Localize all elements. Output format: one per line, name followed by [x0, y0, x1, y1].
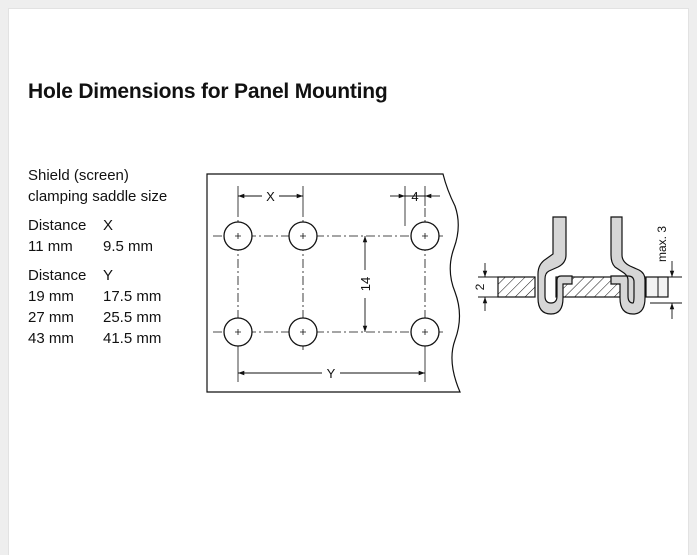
label-x: X: [266, 189, 275, 204]
legend-x-header: Distance X: [28, 215, 167, 236]
saddle-clamp-left: [537, 216, 573, 315]
cross-section-drawing: [478, 216, 682, 319]
hole-center-marks: [235, 233, 428, 335]
legend-x-distance: 11 mm: [28, 238, 73, 255]
legend-caption-line-1: Shield (screen): [28, 167, 129, 184]
legend-x-header-symbol: X: [103, 217, 114, 234]
legend-y-header: Distance Y: [28, 265, 167, 286]
label-4: 4: [411, 189, 418, 204]
dimension-max-3: [645, 261, 682, 319]
hole-pattern-drawing: [206, 173, 461, 393]
legend-y-value: 17.5 mm: [103, 288, 162, 305]
dimension-legend: Shield (screen) clamping saddle size Dis…: [28, 165, 167, 349]
label-max-3: max. 3: [655, 226, 669, 262]
legend-y-row: 43 mm 41.5 mm: [28, 328, 167, 349]
legend-y-row: 27 mm 25.5 mm: [28, 307, 167, 328]
legend-caption-line-2: clamping saddle size: [28, 188, 168, 205]
panel-outline: [206, 173, 461, 393]
saddle-clamp-right: [610, 216, 646, 315]
label-14: 14: [358, 277, 373, 291]
legend-y-distance: 19 mm: [28, 288, 74, 305]
legend-x-row: 11 mm 9.5 mm: [28, 236, 167, 257]
dimension-2: [478, 263, 498, 311]
legend-y-value: 41.5 mm: [103, 330, 162, 347]
legend-y-distance: 43 mm: [28, 330, 74, 347]
label-2: 2: [473, 283, 487, 290]
legend-y-distance: 27 mm: [28, 309, 74, 326]
label-y: Y: [327, 366, 336, 381]
legend-y-row: 19 mm 17.5 mm: [28, 286, 167, 307]
legend-x-header-label: Distance: [28, 217, 87, 234]
legend-x-value: 9.5 mm: [103, 238, 154, 255]
panel-section: [645, 276, 669, 298]
panel-section: [497, 276, 536, 298]
legend-y-header-label: Distance: [28, 267, 87, 284]
legend-y-header-symbol: Y: [103, 267, 114, 284]
legend-y-value: 25.5 mm: [103, 309, 162, 326]
page-title: Hole Dimensions for Panel Mounting: [28, 80, 388, 103]
